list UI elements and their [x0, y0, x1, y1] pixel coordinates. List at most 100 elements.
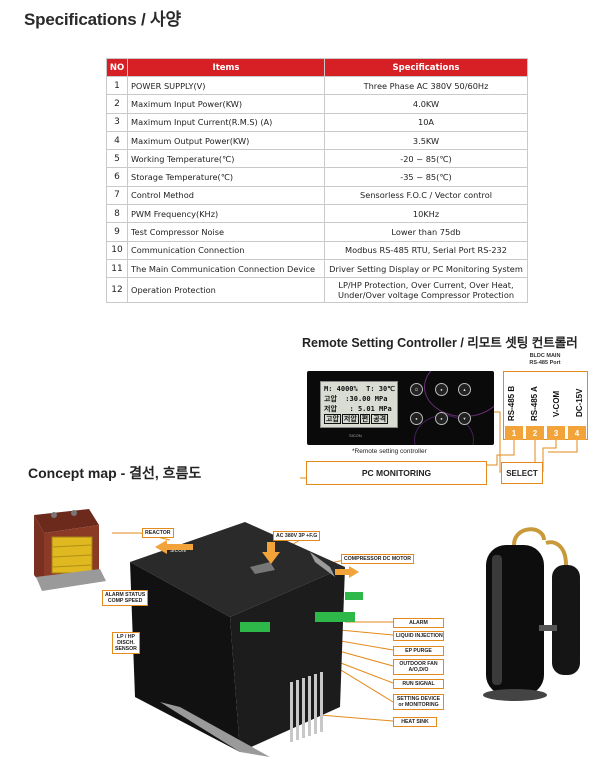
row-no: 9 — [106, 222, 128, 242]
header-specifications: Specifications — [324, 58, 528, 77]
bldc-port-label: BLDC MAIN RS-485 Port — [529, 353, 561, 366]
power-button-icon: ⏻ — [410, 383, 423, 396]
reactor-callout: REACTOR — [142, 528, 174, 538]
row-item: Working Temperature(℃) — [127, 149, 325, 169]
terminal-number: 2 — [526, 426, 544, 440]
row-item: Maximum Input Current(R.M.S) (A) — [127, 112, 325, 132]
row-value: -20 ~ 85(℃) — [324, 149, 528, 169]
menu-button-icon: ● — [410, 412, 423, 425]
alarm-status-callout: ALARM STATUS COMP SPEED — [102, 590, 149, 606]
row-no: 4 — [106, 130, 128, 151]
row-item: The Main Communication Connection Device — [127, 258, 325, 279]
liquid-injection-callout: LIQUID INJECTION — [393, 631, 444, 641]
alarm-callout: ALARM — [393, 618, 444, 628]
row-value: Three Phase AC 380V 50/60Hz — [324, 75, 528, 96]
specifications-title: Specifications / 사양 — [24, 10, 181, 29]
terminal-label: V-COM — [552, 390, 561, 417]
compressor-image — [483, 527, 580, 701]
lcd-display: M: 4000% T: 30℃ 고압 :30.00 MPa 저압 : 5.01 MP… — [320, 381, 398, 428]
header-items: Items — [127, 58, 325, 77]
row-no: 2 — [106, 94, 128, 114]
setting-device-callout: SETTING DEVICE or MONITORING — [393, 694, 444, 710]
row-no: 6 — [106, 167, 128, 187]
row-value: 10KHz — [324, 204, 528, 224]
header-no: NO — [106, 58, 128, 77]
ac-input-callout: AC 380V 3P +F.G — [273, 531, 321, 541]
lcd-line-1: M: 4000% T: 30℃ — [324, 385, 396, 393]
row-item: Test Compressor Noise — [127, 222, 325, 242]
remote-controller-image: M: 4000% T: 30℃ 고압 :30.00 MPa 저압 : 5.01 MP… — [307, 371, 494, 445]
remote-controller-title: Remote Setting Controller / 리모트 셋팅 컨트롤러 — [302, 336, 578, 350]
row-value: LP/HP Protection, Over Current, Over Hea… — [324, 277, 528, 304]
lcd-button-label: 저압 — [341, 414, 359, 424]
row-no: 3 — [106, 112, 128, 132]
row-no: 1 — [106, 75, 128, 96]
pc-monitoring-box: PC MONITORING — [306, 461, 487, 485]
svg-text:SICON: SICON — [170, 548, 186, 554]
row-value: -35 ~ 85(℃) — [324, 167, 528, 187]
down-arrow-icon: ▼ — [458, 412, 471, 425]
row-item: PWM Frequency(KHz) — [127, 204, 325, 224]
row-item: POWER SUPPLY(V) — [127, 75, 325, 96]
lcd-line-2: 고압 :30.00 MPa — [324, 395, 388, 403]
arrow-icon — [335, 566, 359, 578]
row-value: Lower than 75db — [324, 222, 528, 242]
row-value: 10A — [324, 112, 528, 132]
row-item: Maximum Output Power(KW) — [127, 130, 325, 151]
row-item: Communication Connection — [127, 240, 325, 260]
enter-button-icon: ● — [435, 383, 448, 396]
row-item: Storage Temperature(℃) — [127, 167, 325, 187]
compressor-motor-callout: COMPRESSOR DC MOTOR — [341, 554, 415, 564]
reactor-image — [34, 509, 106, 591]
terminal-label: DC-15V — [575, 388, 584, 417]
table-header-row: NO Items Specifications — [106, 58, 528, 77]
concept-map-title: Concept map - 결선, 흐름도 — [28, 465, 202, 481]
lcd-button-label: 편 — [359, 414, 371, 424]
row-no: 12 — [106, 277, 128, 304]
select-box: SELECT — [501, 462, 543, 484]
row-value: 3.5KW — [324, 130, 528, 151]
row-item: Maximum Input Power(KW) — [127, 94, 325, 114]
row-item: Control Method — [127, 185, 325, 206]
arrow-icon — [155, 540, 193, 554]
controller-brand: SICON — [349, 433, 362, 438]
up-arrow-icon: ▲ — [458, 383, 471, 396]
row-item: Operation Protection — [127, 277, 325, 304]
terminal-label: RS-485 A — [530, 386, 539, 421]
terminal-number: 4 — [568, 426, 586, 440]
terminal-number: 1 — [505, 426, 523, 440]
row-value: Driver Setting Display or PC Monitoring … — [324, 258, 528, 279]
lcd-line-3: 저압 : 5.01 MPa — [324, 405, 392, 413]
row-no: 10 — [106, 240, 128, 260]
run-signal-callout: RUN SIGNAL — [393, 679, 444, 689]
lcd-button-label: 고압 — [324, 414, 341, 424]
setting-button-icon: ● — [435, 412, 448, 425]
row-no: 11 — [106, 258, 128, 279]
row-value: Sensorless F.O.C / Vector control — [324, 185, 528, 206]
ep-purge-callout: EP PURGE — [393, 646, 444, 656]
row-value: Modbus RS-485 RTU, Serial Port RS-232 — [324, 240, 528, 260]
arrow-icon — [262, 542, 280, 564]
row-no: 8 — [106, 204, 128, 224]
terminal-number: 3 — [547, 426, 565, 440]
row-no: 7 — [106, 185, 128, 206]
outdoor-fan-callout: OUTDOOR FAN A/O,D/O — [393, 659, 444, 675]
lcd-button-label: 공격 — [371, 414, 389, 424]
controller-caption: *Remote setting controller — [352, 448, 427, 455]
row-no: 5 — [106, 149, 128, 169]
heat-sink-callout: HEAT SINK — [393, 717, 437, 727]
terminal-label: RS-485 B — [507, 385, 516, 421]
row-value: 4.0KW — [324, 94, 528, 114]
